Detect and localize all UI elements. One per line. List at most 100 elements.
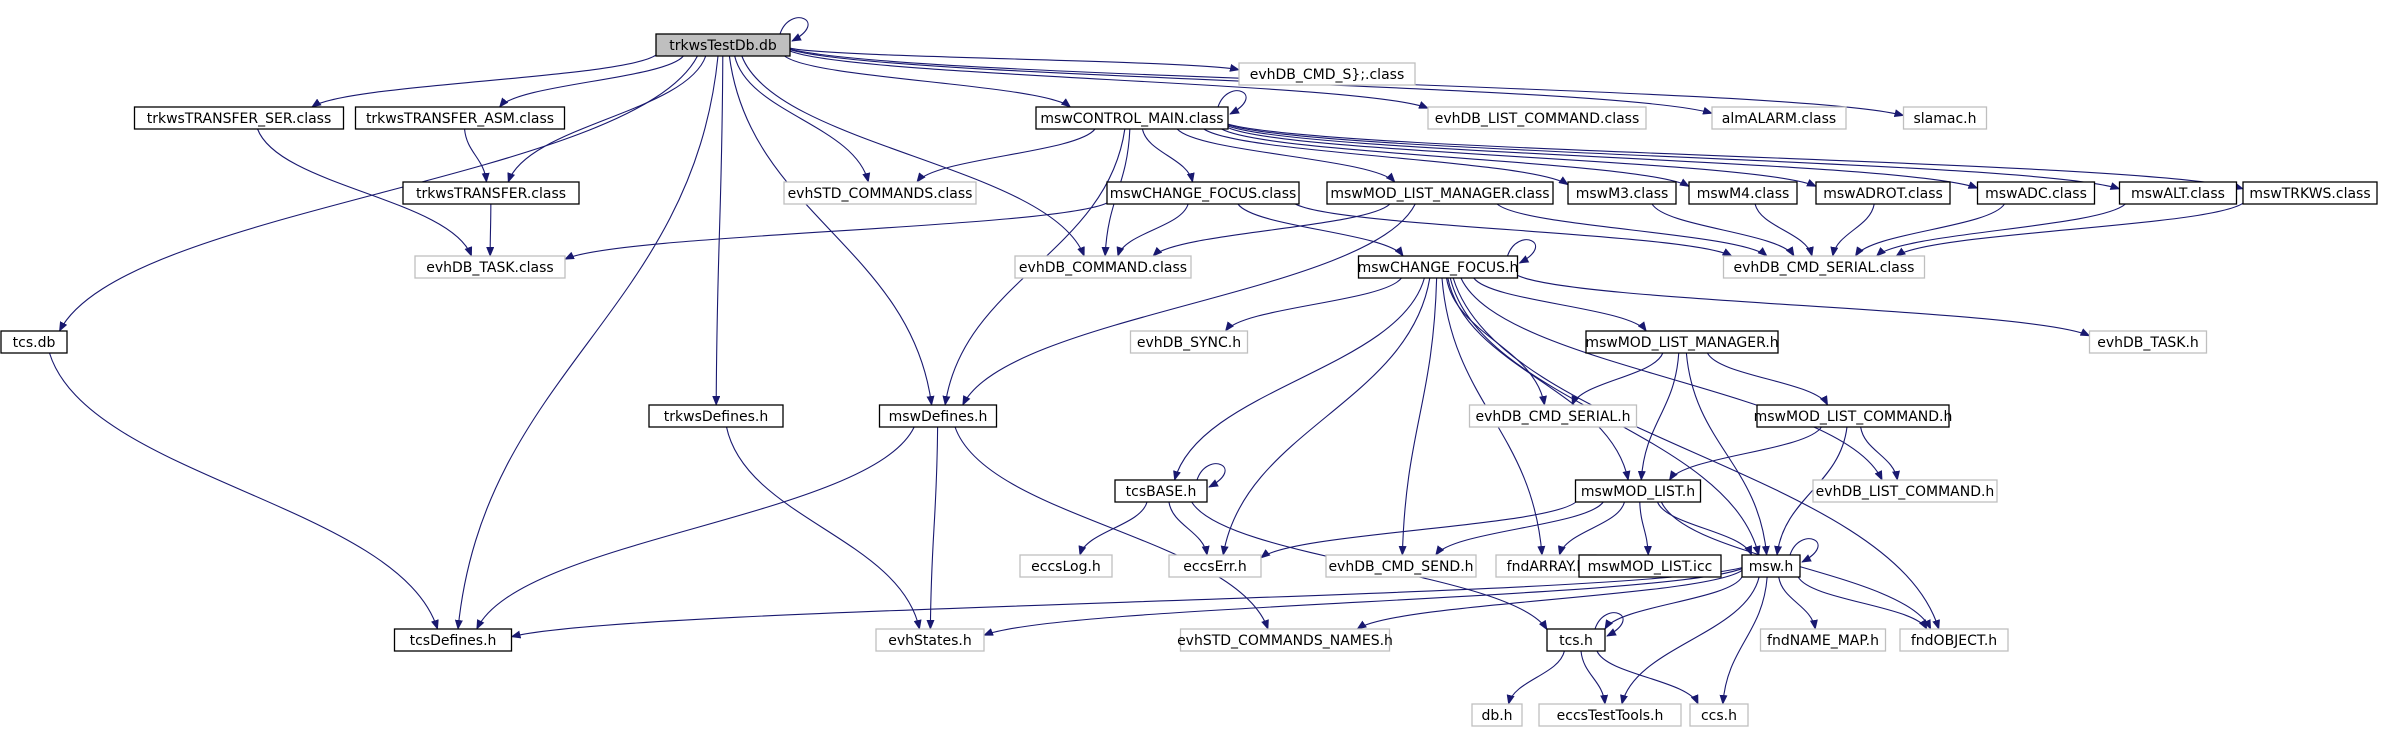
node-eccstesttools[interactable]: eccsTestTools.h (1538, 703, 1682, 727)
node-label: mswALT.class (2131, 186, 2225, 202)
node-eccserr[interactable]: eccsErr.h (1168, 554, 1262, 578)
node-box (1114, 479, 1208, 503)
edge-tcs_db-to-tcsdefines (48, 352, 439, 630)
node-mswcontrol-main[interactable]: mswCONTROL_MAIN.class (1035, 106, 1229, 130)
edge-mswm3-to-evhdb_cmd_serial_class (1651, 203, 1795, 257)
node-evhstates[interactable]: evhStates.h (875, 628, 985, 652)
node-trkwstransfer[interactable]: trkwsTRANSFER.class (402, 181, 580, 205)
edge-mswcontrol_main-to-mswadc (1227, 125, 1979, 189)
node-box (1325, 554, 1477, 578)
node-label: db.h (1481, 708, 1512, 724)
node-almalarm[interactable]: almALARM.class (1711, 106, 1847, 130)
edge-mswcontrol_main-to-mswcontrol_main (1217, 90, 1247, 115)
edge-mswmod_list_manager_class-to-evhdb_cmd_serial_class (1496, 203, 1768, 257)
node-fndobject[interactable]: fndOBJECT.h (1899, 628, 2009, 652)
node-label: fndOBJECT.h (1911, 633, 1997, 649)
node-box (1471, 703, 1523, 727)
node-label: slamac.h (1914, 111, 1977, 127)
node-fndarray[interactable]: fndARRAY.h (1495, 554, 1597, 578)
node-label: trkwsTRANSFER_SER.class (147, 111, 332, 127)
node-trkwstestdb[interactable]: trkwsTestDb.db (655, 33, 791, 57)
node-mswmod-list-manager-class[interactable]: mswMOD_LIST_MANAGER.class (1326, 181, 1554, 205)
node-mswchange-focus-class[interactable]: mswCHANGE_FOCUS.class (1106, 181, 1300, 205)
edge-mswdefines-to-tcsdefines (476, 426, 915, 630)
edge-mswmod_list_manager_h-to-evhdb_cmd_serial_h (1571, 352, 1664, 406)
node-box (1427, 106, 1647, 130)
node-evhdb-task-h[interactable]: evhDB_TASK.h (2088, 330, 2208, 354)
node-mswtrkws[interactable]: mswTRKWS.class (2242, 181, 2378, 205)
edge-mswchange_focus_h-to-evhdb_cmd_send (1398, 277, 1438, 556)
edge-mswchange_focus_h-to-mswmod_list_manager_h (1473, 277, 1647, 332)
edge-mswchange_focus_h-to-evhdb_sync_h (1224, 277, 1402, 332)
node-label: eccsErr.h (1183, 559, 1246, 575)
edge-mswadrot-to-evhdb_cmd_serial_class (1830, 203, 1875, 257)
node-evhdb-cmd-s[interactable]: evhDB_CMD_S};.class (1238, 62, 1416, 86)
node-slamac[interactable]: slamac.h (1902, 106, 1988, 130)
node-mswadrot[interactable]: mswADROT.class (1815, 181, 1951, 205)
node-tcsbase[interactable]: tcsBASE.h (1114, 479, 1208, 503)
node-ccs-h[interactable]: ccs.h (1689, 703, 1749, 727)
edge-mswmod_list_manager_h-to-mswmod_list_h (1637, 352, 1680, 481)
edge-trkwstestdb-to-trkwstransfer_ser (311, 54, 657, 108)
edge-mswcontrol_main-to-evhstd_commands_class (916, 128, 1096, 183)
node-evhdb-cmd-serial-class[interactable]: evhDB_CMD_SERIAL.class (1722, 255, 1926, 279)
node-box (1585, 330, 1779, 354)
edge-mswchange_focus_class-to-evhdb_task_class (564, 202, 1108, 260)
node-label: mswMOD_LIST_MANAGER.h (1585, 335, 1778, 351)
node-box (402, 181, 580, 205)
node-mswm3[interactable]: mswM3.class (1567, 181, 1677, 205)
node-eccslog[interactable]: eccsLog.h (1019, 554, 1113, 578)
edge-trkwstestdb-to-evhstd_commands_class (734, 55, 871, 183)
node-evhdb-list-command-class[interactable]: evhDB_LIST_COMMAND.class (1427, 106, 1647, 130)
edge-trkwstransfer_asm-to-trkwstransfer (463, 128, 490, 183)
node-msw-h[interactable]: msw.h (1741, 554, 1801, 578)
node-evhstd-commands-names[interactable]: evhSTD_COMMANDS_NAMES.h (1177, 628, 1393, 652)
node-mswalt[interactable]: mswALT.class (2118, 181, 2238, 205)
node-mswmod-list-manager-h[interactable]: mswMOD_LIST_MANAGER.h (1585, 330, 1779, 354)
node-label: evhDB_CMD_SEND.h (1328, 559, 1473, 575)
node-tcs-h[interactable]: tcs.h (1546, 628, 1606, 652)
node-label: almALARM.class (1722, 111, 1836, 127)
node-label: trkwsTRANSFER.class (416, 186, 566, 202)
node-mswchange-focus-h[interactable]: mswCHANGE_FOCUS.h (1358, 255, 1519, 279)
node-label: evhDB_COMMAND.class (1019, 260, 1187, 276)
node-box (2088, 330, 2208, 354)
node-mswmod-list-h[interactable]: mswMOD_LIST.h (1574, 479, 1702, 503)
node-evhdb-list-command-h[interactable]: evhDB_LIST_COMMAND.h (1812, 479, 1998, 503)
node-mswm4[interactable]: mswM4.class (1688, 181, 1798, 205)
node-trkwsdefines[interactable]: trkwsDefines.h (648, 404, 784, 428)
node-box (1168, 554, 1262, 578)
node-mswadc[interactable]: mswADC.class (1976, 181, 2096, 205)
node-evhstd-commands-class[interactable]: evhSTD_COMMANDS.class (783, 181, 977, 205)
node-evhdb-sync-h[interactable]: evhDB_SYNC.h (1129, 330, 1249, 354)
edge-mswcontrol_main-to-mswmod_list_manager_class (1176, 128, 1396, 183)
edge-mswdefines-to-evhstd_commands_names (954, 426, 1269, 630)
node-evhdb-command-class[interactable]: evhDB_COMMAND.class (1014, 255, 1192, 279)
edge-mswmod_list_command_h-to-mswmod_list_h (1668, 426, 1822, 481)
node-label: ccs.h (1701, 708, 1737, 724)
edge-tcsbase-to-eccslog (1078, 501, 1148, 556)
node-box (1689, 703, 1749, 727)
node-label: evhDB_CMD_S};.class (1250, 67, 1405, 83)
node-box (1688, 181, 1798, 205)
node-trkwstransfer-asm[interactable]: trkwsTRANSFER_ASM.class (354, 106, 566, 130)
node-label: mswTRKWS.class (2249, 186, 2370, 202)
node-tcsdefines[interactable]: tcsDefines.h (393, 628, 513, 652)
node-box (1468, 404, 1638, 428)
node-mswmod-list-command-h[interactable]: mswMOD_LIST_COMMAND.h (1754, 404, 1953, 428)
node-mswmod-list-icc[interactable]: mswMOD_LIST.icc (1578, 554, 1722, 578)
node-box (783, 181, 977, 205)
edge-msw_h-to-ccs_h (1719, 576, 1768, 705)
node-mswdefines[interactable]: mswDefines.h (878, 404, 998, 428)
node-label: trkwsTRANSFER_ASM.class (366, 111, 554, 127)
node-evhdb-task-class[interactable]: evhDB_TASK.class (414, 255, 566, 279)
node-fndname-map[interactable]: fndNAME_MAP.h (1759, 628, 1887, 652)
node-tcs-db[interactable]: tcs.db (0, 330, 68, 354)
node-db-h[interactable]: db.h (1471, 703, 1523, 727)
edge-trkwstestdb-to-evhdb_cmd_s (789, 47, 1240, 72)
node-trkwstransfer-ser[interactable]: trkwsTRANSFER_SER.class (133, 106, 345, 130)
node-evhdb-cmd-send[interactable]: evhDB_CMD_SEND.h (1325, 554, 1477, 578)
node-box (414, 255, 566, 279)
node-evhdb-cmd-serial-h[interactable]: evhDB_CMD_SERIAL.h (1468, 404, 1638, 428)
